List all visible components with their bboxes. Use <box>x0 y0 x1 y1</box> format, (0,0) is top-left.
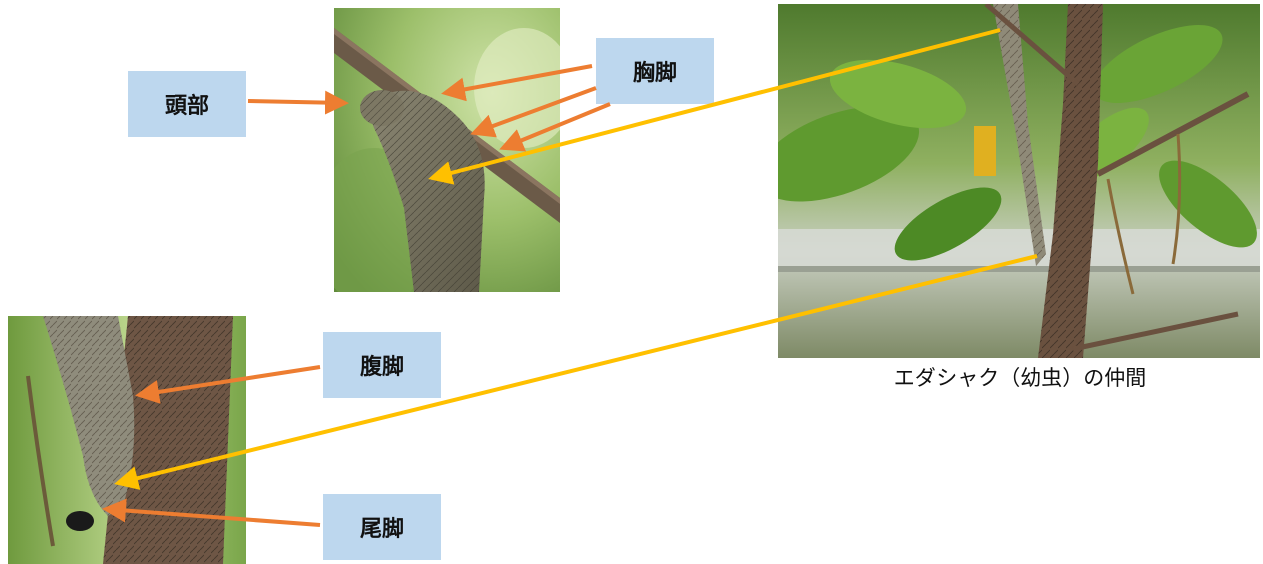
label-anal-legs: 尾脚 <box>323 494 441 560</box>
photo-caterpillar-prolegs <box>8 316 246 564</box>
figure-caption: エダシャク（幼虫）の仲間 <box>893 366 1147 390</box>
arrow-head <box>247 90 349 115</box>
photo-caterpillar-on-tree <box>778 4 1260 358</box>
label-thoracic-legs: 胸脚 <box>596 38 714 104</box>
label-abdominal-legs: 腹脚 <box>323 332 441 398</box>
label-head: 頭部 <box>128 71 246 137</box>
photo-caterpillar-head-closeup <box>334 8 560 292</box>
